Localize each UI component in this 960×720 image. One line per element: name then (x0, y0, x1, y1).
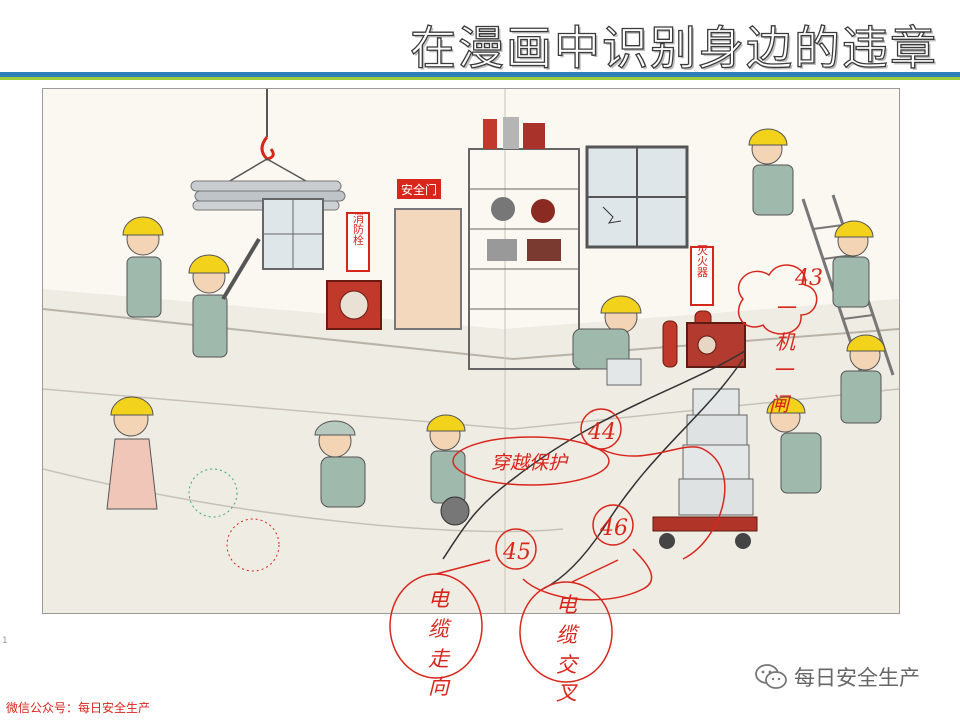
annotation-43: 43 一 机 一 闸 (737, 264, 823, 416)
annotation-44-number: 44 (587, 420, 616, 445)
window-right (585, 145, 689, 249)
page-marker: 1 (2, 636, 8, 646)
wechat-watermark: 每日安全生产 (754, 660, 920, 694)
worker-walking-left (122, 216, 164, 318)
worker-running-right (832, 220, 874, 308)
annotation-45-number: 45 (502, 540, 531, 565)
annotation-44: 44 穿越保护 (452, 408, 726, 560)
title-rule-green (0, 77, 960, 80)
annotation-45: 45 (495, 528, 537, 570)
cable-crossing-char-2: 缆 (556, 623, 580, 647)
annotation-43-char-3: 一 (773, 358, 795, 382)
annotation-43-char-1: 一 (775, 296, 797, 320)
extinguisher-sign-label: 灭火器 (696, 245, 709, 279)
worker-climbing-right (840, 334, 886, 424)
worker-cutting (226, 420, 366, 572)
welding-machine (686, 322, 746, 368)
worker-on-scaffold (748, 128, 794, 216)
safety-door: 安全门 (394, 179, 462, 330)
tool-shelf (468, 117, 580, 370)
annotation-43-char-4: 闸 (769, 392, 792, 416)
cable-direction-char-3: 走 (428, 647, 451, 671)
worker-lifting-box (572, 295, 642, 386)
worker-grinding (426, 414, 470, 526)
annotation-43-char-2: 机 (775, 330, 796, 354)
wechat-icon (755, 664, 787, 689)
annotation-46-number: 46 (599, 516, 628, 541)
hydrant-sign-label: 消防栓 (352, 211, 365, 246)
worker-welding-woman (106, 396, 238, 518)
wechat-account-label: 微信公众号：每日安全生产 (6, 701, 151, 715)
safety-door-sign: 安全门 (401, 182, 437, 197)
worker-pointing-up (188, 237, 261, 358)
cable-direction-char-4: 向 (428, 675, 451, 699)
cart-with-boxes (652, 388, 758, 549)
slide-title: 在漫画中识别身边的违章 (409, 20, 938, 75)
cable-crossing-char-4: 叉 (556, 681, 578, 705)
annotation-43-number: 43 (794, 266, 823, 291)
cable-crossing-char-3: 交 (556, 653, 580, 677)
worker-pushing-cart (766, 396, 822, 494)
watermark-text: 每日安全生产 (794, 666, 920, 690)
title-rule-blue (0, 72, 960, 77)
annotation-crossing-protection: 穿越保护 (491, 452, 569, 474)
window-left (262, 198, 324, 270)
hydrant-sign: 消防栓 (326, 211, 382, 330)
comic-illustration: 安全门 消防栓 灭火器 (42, 88, 900, 614)
cable-direction-char-2: 缆 (428, 617, 452, 641)
